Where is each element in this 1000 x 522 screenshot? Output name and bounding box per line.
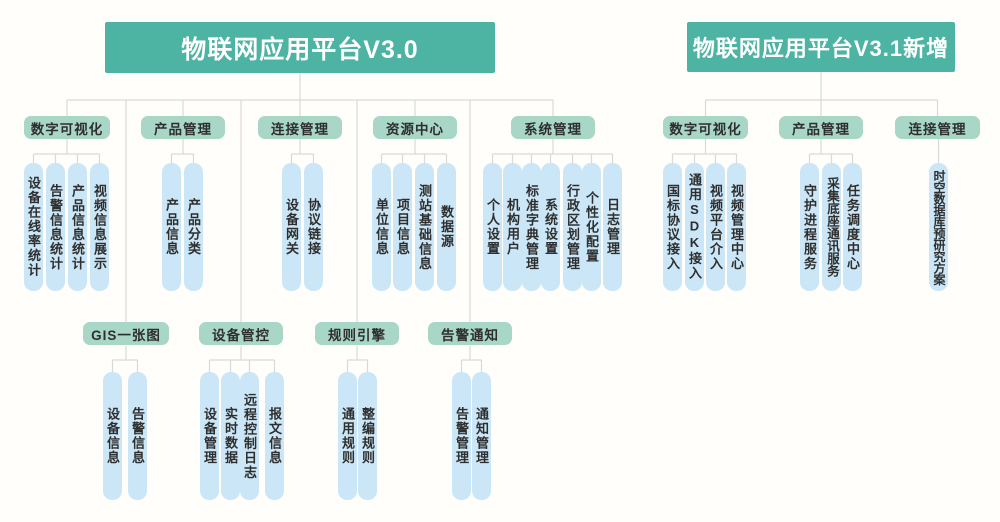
pill-org-users: 机构用户 — [503, 163, 522, 291]
pill-video-mgmt-center: 视频管理中心 — [727, 163, 746, 291]
category-product-management: 产品管理 — [141, 116, 225, 139]
pill-collection-base-comm-service: 采集底座通讯服务 — [822, 163, 841, 291]
pill-spatiotemporal-db-research: 时空数据库预研究方案 — [929, 163, 948, 291]
pill-video-info-display: 视频信息展示 — [90, 163, 109, 291]
pill-device-info: 设备信息 — [103, 372, 122, 500]
pill-product-category: 产品分类 — [184, 163, 203, 291]
pill-data-source: 数据源 — [437, 163, 456, 291]
pill-alarm-info-stats: 告警信息统计 — [46, 163, 65, 291]
pill-compiled-rules: 整编规则 — [358, 372, 377, 500]
pill-unit-info: 单位信息 — [372, 163, 391, 291]
pill-generic-sdk-access: 通用SDK接入 — [685, 163, 704, 291]
category-system-management: 系统管理 — [511, 116, 595, 139]
pill-product-info: 产品信息 — [162, 163, 181, 291]
category-v31-product-management: 产品管理 — [779, 116, 863, 139]
pill-alarm-info: 告警信息 — [128, 372, 147, 500]
pill-realtime-data: 实时数据 — [221, 372, 240, 500]
pill-remote-control-log: 远程控制日志 — [240, 372, 259, 500]
pill-device-management: 设备管理 — [200, 372, 219, 500]
category-device-control: 设备管控 — [199, 322, 283, 345]
pill-standard-dict-mgmt: 标准字典管理 — [522, 163, 541, 291]
pill-station-basic-info: 测站基础信息 — [415, 163, 434, 291]
pill-general-rules: 通用规则 — [338, 372, 357, 500]
pill-alarm-management: 告警管理 — [452, 372, 471, 500]
category-v31-digital-visualization: 数字可视化 — [663, 116, 748, 139]
pill-device-online-rate-stats: 设备在线率统计 — [24, 163, 43, 291]
pill-system-settings: 系统设置 — [541, 163, 560, 291]
header-platform-v30: 物联网应用平台V3.0 — [105, 22, 495, 73]
category-gis-map: GIS一张图 — [83, 322, 169, 345]
pill-gb-protocol-access: 国标协议接入 — [663, 163, 682, 291]
pill-personal-settings: 个人设置 — [483, 163, 502, 291]
pill-device-gateway: 设备网关 — [282, 163, 301, 291]
pill-admin-region-mgmt: 行政区划管理 — [563, 163, 582, 291]
category-v31-connection-management: 连接管理 — [895, 116, 980, 139]
pill-task-scheduling-center: 任务调度中心 — [843, 163, 862, 291]
category-rule-engine: 规则引擎 — [315, 322, 399, 345]
pill-project-info: 项目信息 — [393, 163, 412, 291]
pill-product-info-stats: 产品信息统计 — [68, 163, 87, 291]
header-platform-v31-new: 物联网应用平台V3.1新增 — [687, 22, 955, 72]
pill-notification-management: 通知管理 — [472, 372, 491, 500]
pill-protocol-link: 协议链接 — [304, 163, 323, 291]
category-resource-center: 资源中心 — [373, 116, 457, 139]
category-alarm-notification: 告警通知 — [428, 322, 512, 345]
category-connection-management: 连接管理 — [258, 116, 342, 139]
pill-message-info: 报文信息 — [265, 372, 284, 500]
pill-personalization-config: 个性化配置 — [582, 163, 601, 291]
pill-video-platform-access: 视频平台介入 — [706, 163, 725, 291]
pill-log-management: 日志管理 — [603, 163, 622, 291]
category-digital-visualization: 数字可视化 — [24, 116, 110, 139]
pill-daemon-service: 守护进程服务 — [800, 163, 819, 291]
